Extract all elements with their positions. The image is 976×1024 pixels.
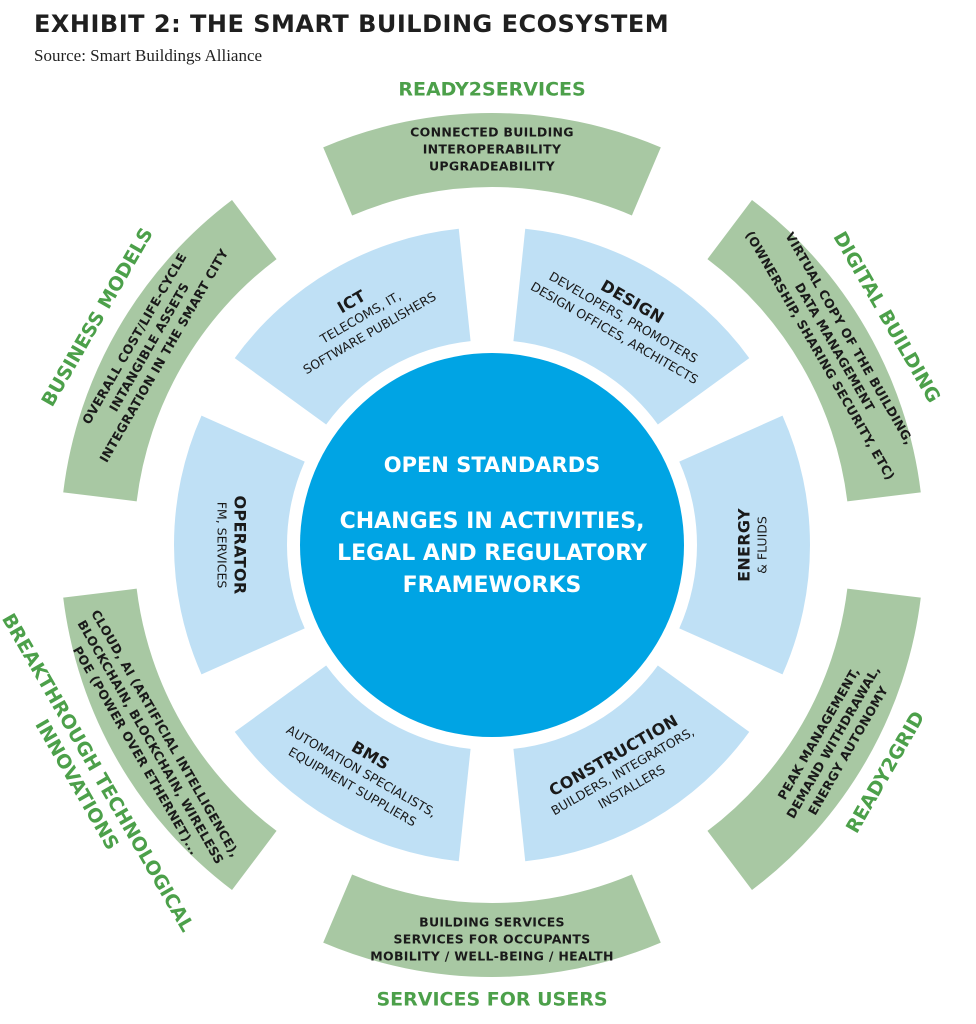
inner-desc-line: & FLUIDS: [755, 516, 770, 574]
outer-segment-digital-building: [707, 199, 921, 502]
outer-title-services-for-users: SERVICES FOR USERS: [376, 989, 607, 1011]
exhibit-header: EXHIBIT 2: THE SMART BUILDING ECOSYSTEM …: [34, 0, 669, 66]
outer-title-text: READY2SERVICES: [398, 79, 585, 101]
outer-desc-line: MOBILITY / WELL-BEING / HEALTH: [370, 949, 613, 964]
center-circle-group: OPEN STANDARDS CHANGES IN ACTIVITIES, LEGA…: [300, 353, 684, 737]
center-line: LEGAL AND REGULATORY: [337, 541, 648, 566]
outer-desc-services-for-users: BUILDING SERVICES SERVICES FOR OCCUPANTS M…: [370, 915, 613, 964]
outer-desc-line: UPGRADEABILITY: [429, 159, 556, 174]
outer-title-text: SERVICES FOR USERS: [376, 989, 607, 1011]
outer-segment-ready2services: [323, 113, 661, 216]
inner-label-energy: ENERGY& FLUIDS: [735, 508, 770, 582]
outer-desc-line: CONNECTED BUILDING: [410, 125, 574, 140]
inner-segment-operator: [174, 415, 305, 675]
inner-title-text: OPERATOR: [231, 496, 250, 595]
inner-segment-construction: [513, 665, 750, 862]
outer-ring: [63, 113, 921, 977]
outer-segment-breakthrough-technological-innovations: [63, 588, 277, 891]
inner-segment-bms: [234, 665, 471, 862]
outer-desc-line: SERVICES FOR OCCUPANTS: [393, 932, 590, 947]
center-circle: [300, 353, 684, 737]
outer-segment-services-for-users: [323, 874, 661, 977]
center-heading: OPEN STANDARDS: [384, 453, 601, 477]
outer-desc-ready2services: CONNECTED BUILDING INTEROPERABILITY UPGRAD…: [410, 125, 574, 174]
inner-desc-line: FM, SERVICES: [215, 502, 230, 589]
outer-desc-line: INTEROPERABILITY: [423, 142, 562, 157]
exhibit-source: Source: Smart Buildings Alliance: [34, 46, 263, 65]
outer-title-ready2services: READY2SERVICES: [398, 79, 585, 101]
outer-segment-ready2grid: [707, 588, 921, 891]
outer-desc-line: BUILDING SERVICES: [419, 915, 565, 930]
inner-segment-design: [513, 228, 750, 425]
center-line: FRAMEWORKS: [403, 573, 582, 598]
inner-segment-ict: [234, 228, 471, 425]
exhibit-title: EXHIBIT 2: THE SMART BUILDING ECOSYSTEM: [34, 10, 670, 38]
inner-segment-energy: [679, 415, 810, 675]
center-line: CHANGES IN ACTIVITIES,: [340, 509, 645, 534]
inner-title-text: ENERGY: [735, 508, 754, 582]
inner-ring: [174, 228, 810, 862]
outer-segment-business-models: [63, 199, 277, 502]
